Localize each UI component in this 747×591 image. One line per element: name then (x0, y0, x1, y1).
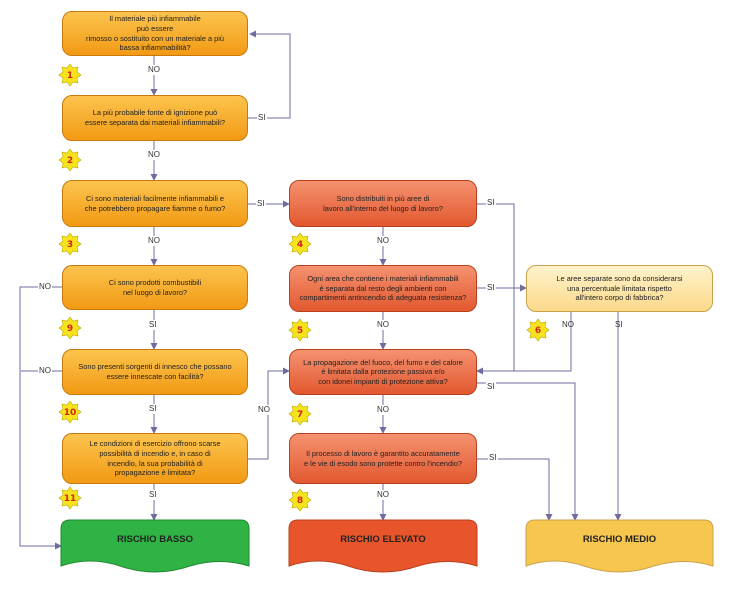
decision-q5-text: Ogni area che contiene i materiali infia… (299, 274, 467, 303)
answer-label-yes: SI (488, 453, 498, 463)
answer-label-no: NO (376, 405, 390, 415)
decision-q10-text: Sono presenti sorgenti di innesco che po… (78, 362, 232, 381)
starburst-badge-icon (58, 486, 82, 510)
starburst-badge-icon (58, 148, 82, 172)
answer-label-no: NO (376, 320, 390, 330)
decision-q8: Il processo di lavoro è garantito accura… (289, 433, 477, 484)
answer-label-yes: SI (148, 320, 158, 330)
decision-q10: Sono presenti sorgenti di innesco che po… (62, 349, 248, 395)
decision-q6: Le aree separate sono da considerarsi un… (526, 265, 713, 312)
step-numbers: 1 2 3 4 5 6 7 8 9 10 11 (64, 71, 541, 506)
answer-label-yes: SI (148, 490, 158, 500)
answer-label-yes: SI (148, 404, 158, 414)
decision-q5: Ogni area che contiene i materiali infia… (289, 265, 477, 312)
answer-label-no: NO (147, 236, 161, 246)
connector-q7-yes-medium (477, 382, 579, 521)
step-badges (58, 63, 550, 512)
decision-q1-text: Il materiale più infiammabile può essere… (85, 14, 225, 53)
connector-q8-yes-medium (477, 458, 553, 521)
step-number: 8 (297, 496, 303, 506)
step-number: 9 (67, 324, 73, 334)
answer-label-yes: SI (486, 198, 496, 208)
starburst-badge-icon (58, 400, 82, 424)
step-number: 4 (297, 240, 303, 250)
decision-q11: Le condizioni di esercizio offrono scars… (62, 433, 248, 484)
decision-q6-text: Le aree separate sono da considerarsi un… (556, 274, 683, 303)
starburst-badge-icon (58, 232, 82, 256)
connector-q9-no-low (19, 286, 62, 550)
outcome-medium-label: RISCHIO MEDIO (582, 534, 657, 545)
starburst-badge-icon (288, 488, 312, 512)
decision-q4-text: Sono distribuiti in più aree di lavoro a… (323, 193, 443, 213)
starburst-badge-icon (58, 316, 82, 340)
answer-label-yes: SI (257, 113, 267, 123)
answer-label-no: NO (376, 236, 390, 246)
answer-label-no: NO (562, 320, 574, 329)
step-number: 1 (67, 71, 73, 81)
step-number: 3 (67, 240, 73, 250)
answer-label-no: NO (257, 405, 271, 415)
decision-q8-text: Il processo di lavoro è garantito accura… (304, 448, 462, 468)
starburst-badge-icon (526, 318, 550, 342)
starburst-badge-icon (58, 63, 82, 87)
answer-label-yes: SI (486, 382, 496, 392)
connector-q11-q7 (248, 367, 290, 460)
decision-q11-text: Le condizioni di esercizio offrono scars… (89, 439, 221, 478)
step-number: 7 (297, 410, 303, 420)
outcome-low-shape (60, 519, 250, 573)
step-number: 11 (64, 494, 77, 504)
decision-q7: La propagazione del fuoco, del fumo e de… (289, 349, 477, 395)
answer-label-no: NO (38, 282, 52, 292)
step-number: 6 (535, 326, 541, 336)
starburst-badge-icon (288, 318, 312, 342)
decision-q4: Sono distribuiti in più aree di lavoro a… (289, 180, 477, 227)
answer-label-no: NO (147, 150, 161, 160)
connector-q2-q1-loop (248, 30, 291, 119)
answer-label-no: NO (376, 490, 390, 500)
decision-q7-text: La propagazione del fuoco, del fumo e de… (303, 357, 463, 386)
answer-label-yes: SI (486, 283, 496, 293)
answer-label-no: NO (147, 65, 161, 75)
answer-label-yes: SI (256, 199, 266, 209)
outcome-high-shape (288, 519, 478, 573)
answer-label-yes: SI (615, 320, 623, 329)
decision-q2: La più probabile fonte di ignizione può … (62, 95, 248, 141)
decision-q1: Il materiale più infiammabile può essere… (62, 11, 248, 56)
decision-q9: Ci sono prodotti combustibili nel luogo … (62, 265, 248, 310)
starburst-badge-icon (288, 232, 312, 256)
decision-q2-text: La più probabile fonte di ignizione può … (84, 108, 226, 127)
step-number: 2 (67, 156, 73, 166)
outcome-high-label: RISCHIO ELEVATO (340, 534, 426, 545)
decision-q3-text: Ci sono materiali facilmente infiammabil… (84, 193, 226, 213)
decision-q3: Ci sono materiali facilmente infiammabil… (62, 180, 248, 227)
answer-label-no: NO (38, 366, 52, 376)
step-number: 5 (297, 326, 303, 336)
outcome-low-label: RISCHIO BASSO (116, 534, 193, 545)
connector-q6-no-q7 (514, 312, 572, 372)
decision-q9-text: Ci sono prodotti combustibili nel luogo … (108, 277, 202, 297)
starburst-badge-icon (288, 402, 312, 426)
step-number: 10 (64, 408, 77, 418)
outcome-medium-shape (525, 519, 714, 573)
